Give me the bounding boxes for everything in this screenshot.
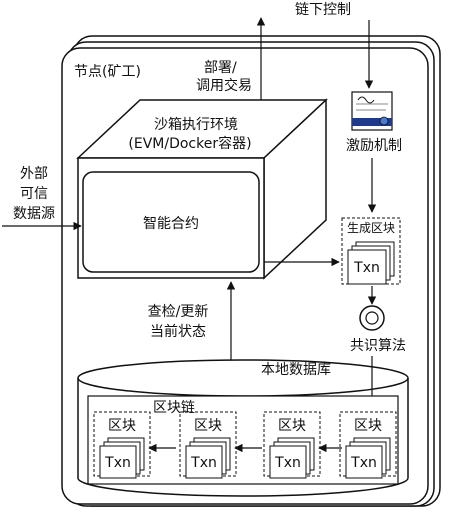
- deploy-label-1: 部署/: [204, 60, 237, 76]
- chain-block-1-txn: Txn: [104, 455, 131, 471]
- check-label-1: 查检/更新: [148, 304, 209, 320]
- sandbox-label-2: (EVM/Docker容器): [128, 135, 251, 152]
- check-label-2: 当前状态: [150, 323, 206, 340]
- smart-contract-label: 智能合约: [143, 216, 199, 232]
- chain-block-2: 区块 Txn: [179, 411, 237, 479]
- chain-block-2-txn: Txn: [190, 455, 217, 471]
- external-label-3: 数据源: [13, 206, 55, 222]
- chain-block-4-txn: Txn: [350, 455, 377, 471]
- deploy-label-2: 调用交易: [196, 77, 252, 94]
- chain-block-2-label: 区块: [194, 418, 222, 434]
- external-label-2: 可信: [20, 186, 48, 202]
- consensus-label: 共识算法: [350, 338, 406, 354]
- blockchain-label: 区块链: [153, 400, 195, 416]
- generate-block-label: 生成区块: [347, 221, 395, 235]
- consensus-icon: [359, 305, 385, 331]
- smart-contract-box: [82, 171, 260, 273]
- chain-block-3: 区块 Txn: [263, 411, 321, 479]
- chain-block-1-label: 区块: [108, 418, 136, 434]
- external-label-1: 外部: [20, 166, 48, 182]
- chain-block-4: 区块 Txn: [339, 411, 397, 479]
- local-db-label: 本地数据库: [261, 362, 331, 378]
- offchain-control-label: 链下控制: [295, 2, 351, 18]
- incentive-label: 激励机制: [346, 137, 402, 154]
- chain-block-4-label: 区块: [354, 418, 382, 434]
- chain-block-3-label: 区块: [278, 418, 306, 434]
- gen-txn-card: [347, 249, 387, 285]
- certificate-icon: [351, 91, 393, 131]
- sandbox-label-1: 沙箱执行环境: [154, 117, 238, 133]
- chain-block-3-txn: Txn: [274, 455, 301, 471]
- chain-block-1: 区块 Txn: [93, 411, 151, 479]
- gen-txn-label: Txn: [353, 260, 380, 276]
- node-miner-label: 节点(矿工): [74, 64, 141, 80]
- local-db-top: [77, 359, 409, 397]
